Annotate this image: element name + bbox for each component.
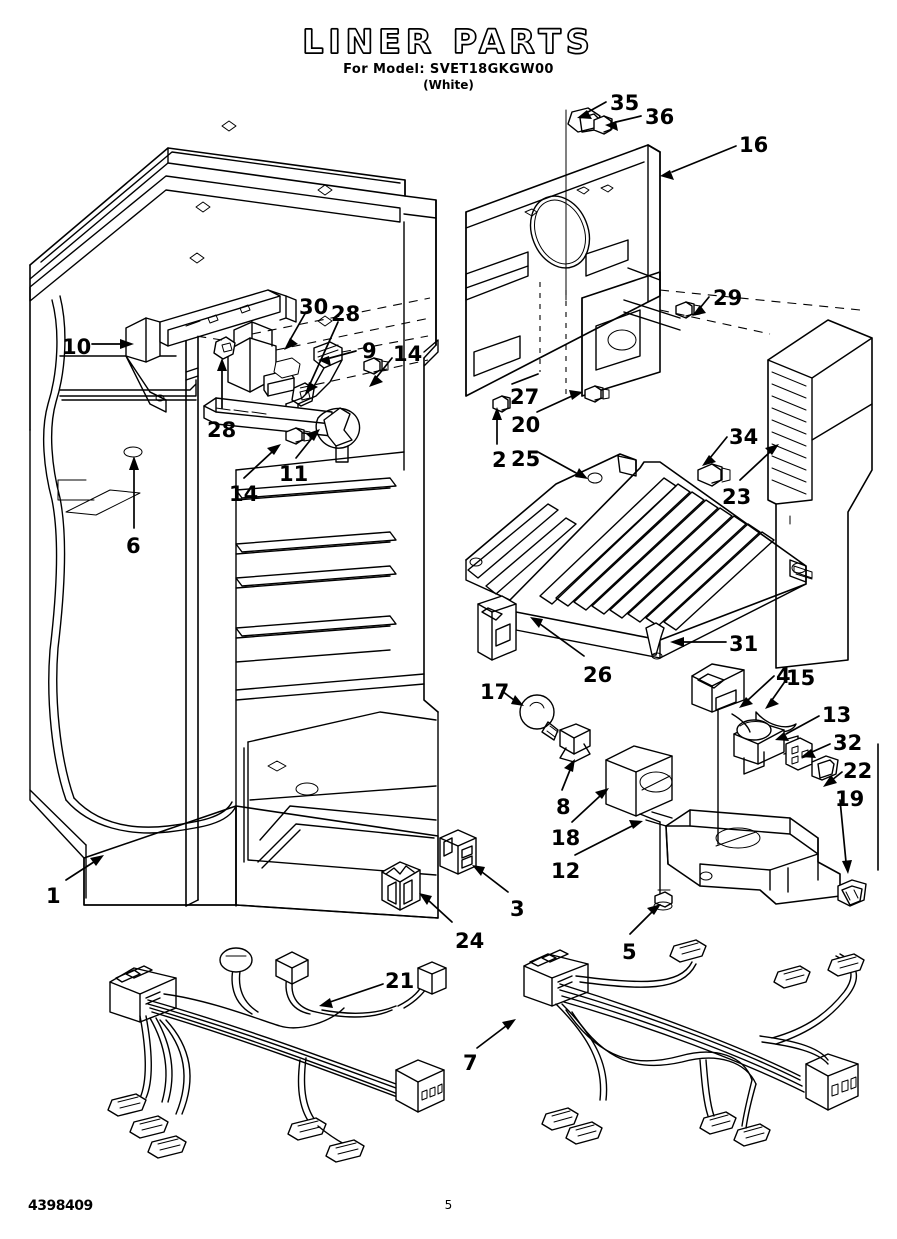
callout-number-15: 15 [786,666,816,690]
spade-terminal [773,965,811,989]
callout-number-26: 26 [583,663,613,687]
callout-number-24: 24 [455,929,485,953]
leader-lines [65,101,852,1049]
page-number: 5 [444,1198,453,1212]
callout-number-22: 22 [843,759,873,783]
callout-number-21: 21 [385,969,415,993]
callout-number-32: 32 [833,731,863,755]
callout-number-30: 30 [299,295,329,319]
callout-number-11: 11 [279,462,309,486]
callout-number-18: 18 [551,826,581,850]
document-number: 4398409 [28,1198,93,1214]
spade-terminal [565,1121,603,1145]
callout-number-19: 19 [835,787,865,811]
callout-number-7: 7 [463,1051,478,1075]
callout-number-35: 35 [610,91,640,115]
finish-label: (White) [423,78,474,92]
callout-number-34: 34 [729,425,759,449]
part-17-bulb [519,694,559,741]
callout-number-17: 17 [480,680,510,704]
part-10-bracket [125,289,297,413]
cabinet-liner-shell [29,120,439,919]
callout-number-14: 14 [229,482,259,506]
callout-number-29: 29 [713,286,743,310]
callout-number-28: 28 [331,302,361,326]
callout-number-14: 14 [393,342,423,366]
callout-number-3: 3 [510,897,525,921]
spade-terminal [287,1117,327,1141]
callout-number-28: 28 [207,418,237,442]
callout-number-12: 12 [551,859,581,883]
callout-number-2: 2 [492,448,507,472]
spade-terminal [541,1107,579,1131]
callout-number-4: 4 [776,664,791,688]
water-valve-assembly-cluster [195,297,431,463]
callout-number-10: 10 [62,335,92,359]
spade-terminal [129,1115,169,1139]
callout-number-23: 23 [722,485,752,509]
callout-number-9: 9 [362,339,377,363]
spade-terminal [733,1123,771,1147]
spade-terminal [669,939,707,963]
callout-number-20: 20 [511,413,541,437]
callout-number-8: 8 [556,795,571,819]
callout-number-36: 36 [645,105,675,129]
wire-harness-right [523,939,865,1147]
callout-number-5: 5 [622,940,637,964]
part-23-side-cover [767,319,873,669]
callout-number-6: 6 [126,534,141,558]
model-line: For Model: SVET18GKGW00 [343,62,554,77]
spade-terminal [107,1093,147,1117]
wire-harness-left [107,947,447,1163]
page-title: LINER PARTS [302,21,595,61]
part-26-connector [477,595,517,661]
drain-pan-assembly [519,663,879,911]
callout-number-25: 25 [511,447,541,471]
spade-terminal [325,1139,365,1163]
callout-number-16: 16 [739,133,769,157]
evaporator-cover-panel [465,453,807,660]
rear-air-tower-panel [465,107,861,413]
spade-terminal [147,1135,187,1159]
spade-terminal [699,1111,737,1135]
callout-number-31: 31 [729,632,759,656]
callout-number-27: 27 [510,385,540,409]
callout-number-1: 1 [46,884,61,908]
spade-terminal [827,953,865,977]
callout-number-13: 13 [822,703,852,727]
loose-connectors [381,829,477,911]
